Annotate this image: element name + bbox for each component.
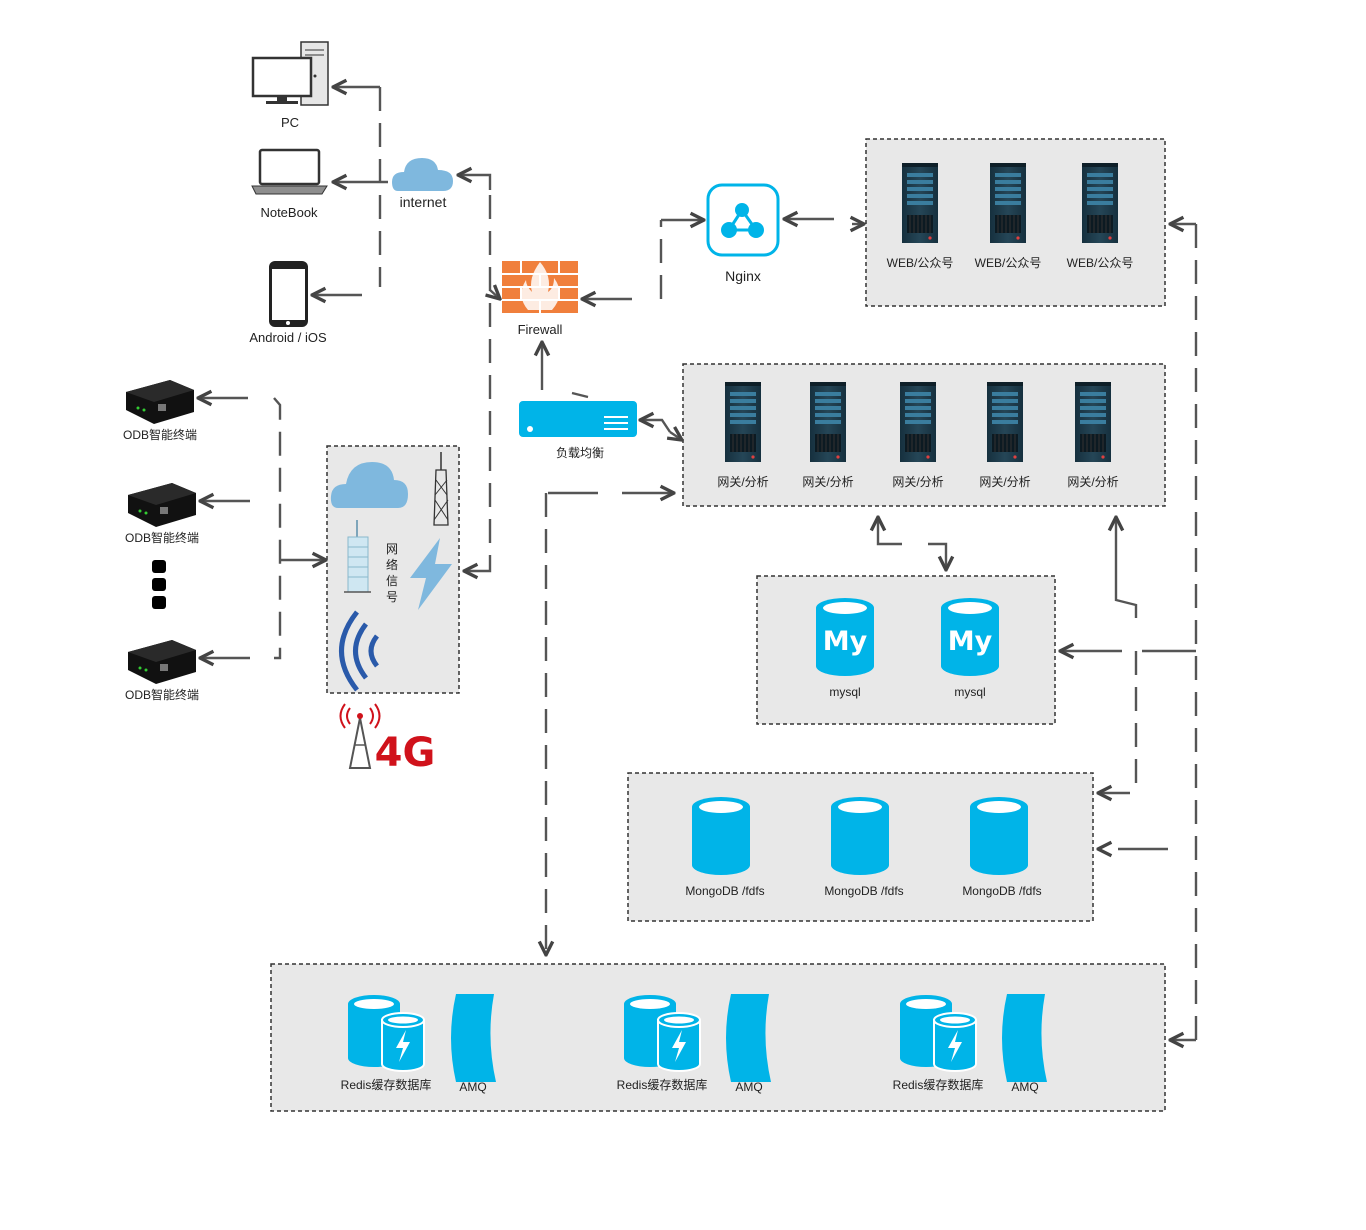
amq-icon-2 bbox=[726, 994, 771, 1082]
notebook-label: NoteBook bbox=[260, 205, 318, 220]
4g-badge: 4G bbox=[327, 697, 459, 780]
network-signal-char-2: 络 bbox=[386, 557, 398, 572]
mongodb-label-2: MongoDB /fdfs bbox=[824, 884, 903, 898]
connector-to-gateway-right bbox=[1116, 517, 1138, 618]
gateway-server-icon-4 bbox=[986, 381, 1024, 463]
web-server-label-1: WEB/公众号 bbox=[887, 256, 954, 270]
web-server-label-3: WEB/公众号 bbox=[1067, 256, 1134, 270]
mysql-group bbox=[756, 575, 1056, 725]
mysql-label-1: mysql bbox=[829, 685, 860, 699]
gateway-server-label-5: 网关/分析 bbox=[1067, 475, 1118, 489]
building-icon bbox=[344, 520, 371, 593]
odb-terminal-label-1: ODB智能终端 bbox=[123, 427, 197, 442]
connector-to-gateway-group bbox=[670, 432, 682, 440]
mongodb-label-1: MongoDB /fdfs bbox=[685, 884, 764, 898]
lightning-icon bbox=[410, 538, 452, 610]
redis-label-3: Redis缓存数据库 bbox=[893, 1077, 984, 1092]
signal-cloud-icon bbox=[330, 462, 408, 508]
mobile-label: Android / iOS bbox=[249, 330, 327, 345]
mysql-label-2: mysql bbox=[954, 685, 985, 699]
4g-badge-text: 4G bbox=[375, 730, 436, 776]
mysql-icon-1: My bbox=[816, 598, 874, 676]
network-signal-char-3: 信 bbox=[386, 574, 398, 588]
amq-label-2: AMQ bbox=[735, 1080, 762, 1094]
gateway-server-icon-3 bbox=[899, 381, 937, 463]
gateway-server-label-3: 网关/分析 bbox=[892, 475, 943, 489]
amq-icon-1 bbox=[451, 994, 496, 1082]
firewall-label: Firewall bbox=[518, 322, 563, 337]
mongodb-icon-2 bbox=[831, 797, 889, 875]
mongodb-icon-1 bbox=[692, 797, 750, 875]
notebook-icon bbox=[251, 148, 328, 195]
redis-label-2: Redis缓存数据库 bbox=[617, 1077, 708, 1092]
gateway-server-icon-5 bbox=[1074, 381, 1112, 463]
mongodb-icon-3 bbox=[970, 797, 1028, 875]
odb-bus bbox=[273, 397, 282, 660]
amq-icon-3 bbox=[1002, 994, 1047, 1082]
connector-gateway-to-mysql bbox=[928, 542, 946, 570]
pc-label: PC bbox=[281, 115, 299, 130]
redis-label-1: Redis缓存数据库 bbox=[341, 1077, 432, 1092]
mysql-icon-text-2: My bbox=[948, 626, 993, 657]
web-server-icon-2 bbox=[989, 162, 1027, 244]
load-balancer-label: 负载均衡 bbox=[556, 446, 604, 460]
web-server-icon-3 bbox=[1081, 162, 1119, 244]
signal-tower-icon bbox=[433, 452, 449, 526]
odb-terminal-icon-1 bbox=[126, 380, 194, 424]
ellipsis-icon bbox=[152, 560, 166, 609]
gateway-server-label-1: 网关/分析 bbox=[717, 475, 768, 489]
amq-label-3: AMQ bbox=[1011, 1080, 1038, 1094]
gateway-server-icon-2 bbox=[809, 381, 847, 463]
connector-to-firewall-left bbox=[490, 290, 500, 299]
firewall-icon bbox=[502, 261, 578, 313]
connector-to-internet bbox=[458, 175, 492, 190]
connector-mysql-to-gateway bbox=[878, 517, 902, 546]
network-signal-char-1: 网 bbox=[386, 542, 398, 556]
pc-icon bbox=[251, 41, 329, 106]
mysql-icon-text-1: My bbox=[823, 626, 868, 657]
mongodb-label-3: MongoDB /fdfs bbox=[962, 884, 1041, 898]
odb-terminal-icon-2 bbox=[128, 483, 196, 527]
internet-label: internet bbox=[400, 194, 447, 210]
mysql-icon-2: My bbox=[941, 598, 999, 676]
internet-cloud-icon bbox=[392, 158, 453, 191]
mobile-icon bbox=[269, 261, 308, 327]
connector-to-network-signal bbox=[464, 555, 492, 571]
odb-terminal-label-2: ODB智能终端 bbox=[125, 530, 199, 545]
nginx-icon bbox=[706, 183, 780, 257]
web-server-icon-1 bbox=[901, 162, 939, 244]
gateway-server-label-4: 网关/分析 bbox=[979, 475, 1030, 489]
odb-terminal-icon-3 bbox=[128, 640, 196, 684]
network-signal-char-4: 号 bbox=[386, 590, 398, 604]
nginx-label: Nginx bbox=[725, 268, 761, 284]
load-balancer-icon bbox=[519, 401, 637, 437]
connector-lb-top bbox=[571, 391, 589, 399]
odb-terminal-label-3: ODB智能终端 bbox=[125, 687, 199, 702]
gateway-server-icon-1 bbox=[724, 381, 762, 463]
wireless-signal-icon bbox=[339, 610, 380, 692]
gateway-server-label-2: 网关/分析 bbox=[802, 475, 853, 489]
connector-gateway-to-lb bbox=[640, 420, 671, 433]
amq-label-1: AMQ bbox=[459, 1080, 486, 1094]
web-server-label-2: WEB/公众号 bbox=[975, 256, 1042, 270]
